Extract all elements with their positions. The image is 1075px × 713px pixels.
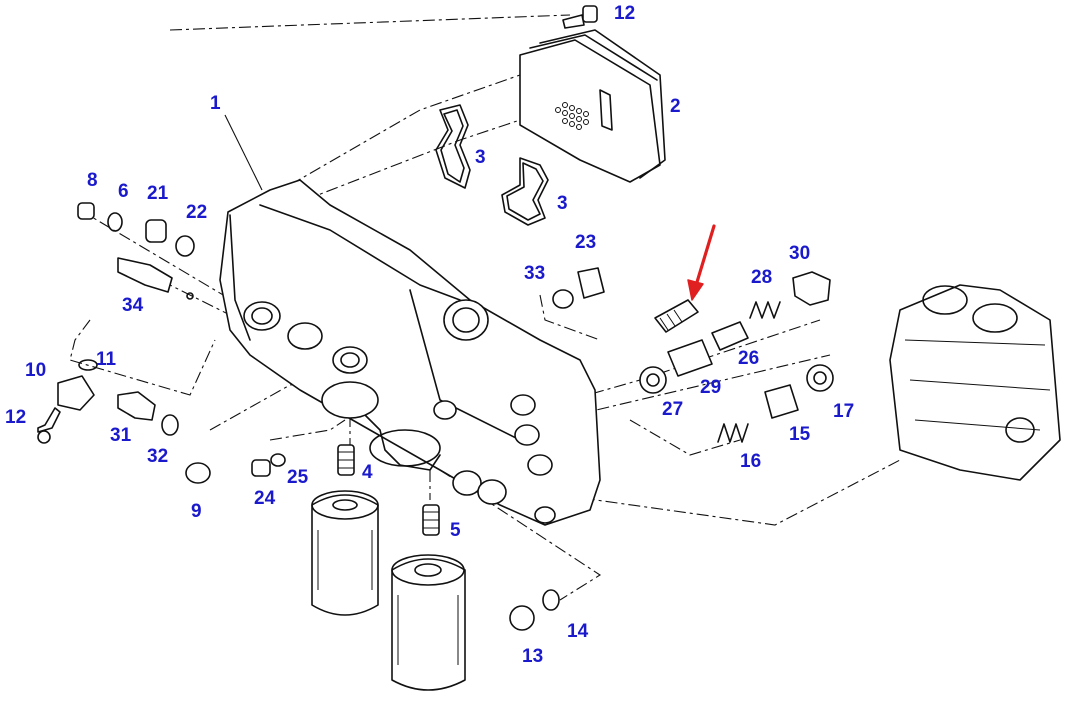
sensor-highlighted[interactable] (654, 299, 699, 333)
plug-8[interactable] (77, 202, 95, 220)
filter-nipple-4[interactable] (337, 444, 355, 476)
plug-24[interactable] (251, 459, 271, 477)
oil-filter-left[interactable] (311, 490, 379, 616)
seal-ring-6[interactable] (107, 212, 123, 232)
callout-11[interactable]: 11 (96, 349, 117, 370)
plug-13[interactable] (509, 605, 535, 631)
valve-29[interactable] (667, 339, 713, 377)
callout-2[interactable]: 2 (670, 96, 681, 117)
callout-14[interactable]: 14 (567, 621, 589, 642)
callout-32[interactable]: 32 (147, 446, 169, 467)
callout-33[interactable]: 33 (524, 263, 546, 284)
callout-8[interactable]: 8 (87, 170, 98, 191)
filter-nipple-5[interactable] (422, 504, 440, 536)
fitting-31[interactable] (117, 391, 156, 421)
callout-5[interactable]: 5 (450, 520, 461, 541)
piston-15[interactable] (764, 384, 799, 419)
callout-27[interactable]: 27 (662, 399, 684, 420)
callout-3-upper[interactable]: 3 (475, 147, 486, 168)
label-leaders (224, 114, 263, 191)
callout-12-lower[interactable]: 12 (5, 407, 27, 428)
seal-ring-14[interactable] (542, 589, 560, 611)
callout-4[interactable]: 4 (362, 462, 373, 483)
callout-31[interactable]: 31 (110, 425, 132, 446)
seal-ring-25[interactable] (270, 453, 286, 467)
callout-6[interactable]: 6 (118, 181, 129, 202)
seal-ring-22[interactable] (175, 235, 195, 257)
callout-25[interactable]: 25 (287, 467, 309, 488)
engine-block (889, 284, 1061, 481)
callout-22[interactable]: 22 (186, 202, 208, 223)
oil-cooler-core[interactable] (519, 29, 666, 183)
callout-10[interactable]: 10 (25, 360, 47, 381)
callout-26[interactable]: 26 (738, 348, 760, 369)
screw-12-lower[interactable] (37, 407, 61, 444)
spring-16[interactable] (717, 423, 749, 443)
oil-cooler-housing[interactable] (219, 179, 601, 526)
spring-28[interactable] (749, 301, 781, 319)
plug-21[interactable] (145, 219, 167, 243)
callout-9[interactable]: 9 (191, 501, 202, 522)
seal-ring-33[interactable] (552, 289, 574, 309)
sensor-34[interactable] (117, 257, 194, 300)
callout-16[interactable]: 16 (740, 451, 762, 472)
seal-ring-32[interactable] (161, 414, 179, 436)
callout-1[interactable]: 1 (210, 93, 221, 114)
bracket-30[interactable] (792, 271, 831, 306)
o-ring-9[interactable] (185, 462, 211, 484)
screw-12-upper[interactable] (562, 5, 598, 29)
callout-21[interactable]: 21 (147, 183, 169, 204)
plug-23[interactable] (577, 267, 605, 299)
callout-13[interactable]: 13 (522, 646, 544, 667)
callout-3-lower[interactable]: 3 (557, 193, 568, 214)
callout-17[interactable]: 17 (833, 401, 855, 422)
oil-filter-right[interactable] (391, 554, 466, 691)
gasket-lower[interactable] (501, 157, 549, 226)
gasket-upper[interactable] (435, 104, 471, 189)
ring-17[interactable] (806, 364, 834, 392)
callout-28[interactable]: 28 (751, 267, 773, 288)
seal-ring-11[interactable] (78, 359, 98, 371)
callout-23[interactable]: 23 (575, 232, 597, 253)
highlight-arrow (687, 224, 716, 301)
ring-27[interactable] (639, 366, 667, 394)
callout-24[interactable]: 24 (254, 488, 276, 509)
callout-29[interactable]: 29 (700, 377, 722, 398)
pin-26[interactable] (711, 321, 749, 351)
callout-15[interactable]: 15 (789, 424, 811, 445)
callout-30[interactable]: 30 (789, 243, 811, 264)
cover-10[interactable] (57, 375, 95, 411)
callout-34[interactable]: 34 (122, 295, 144, 316)
callout-12-upper[interactable]: 12 (614, 3, 636, 24)
